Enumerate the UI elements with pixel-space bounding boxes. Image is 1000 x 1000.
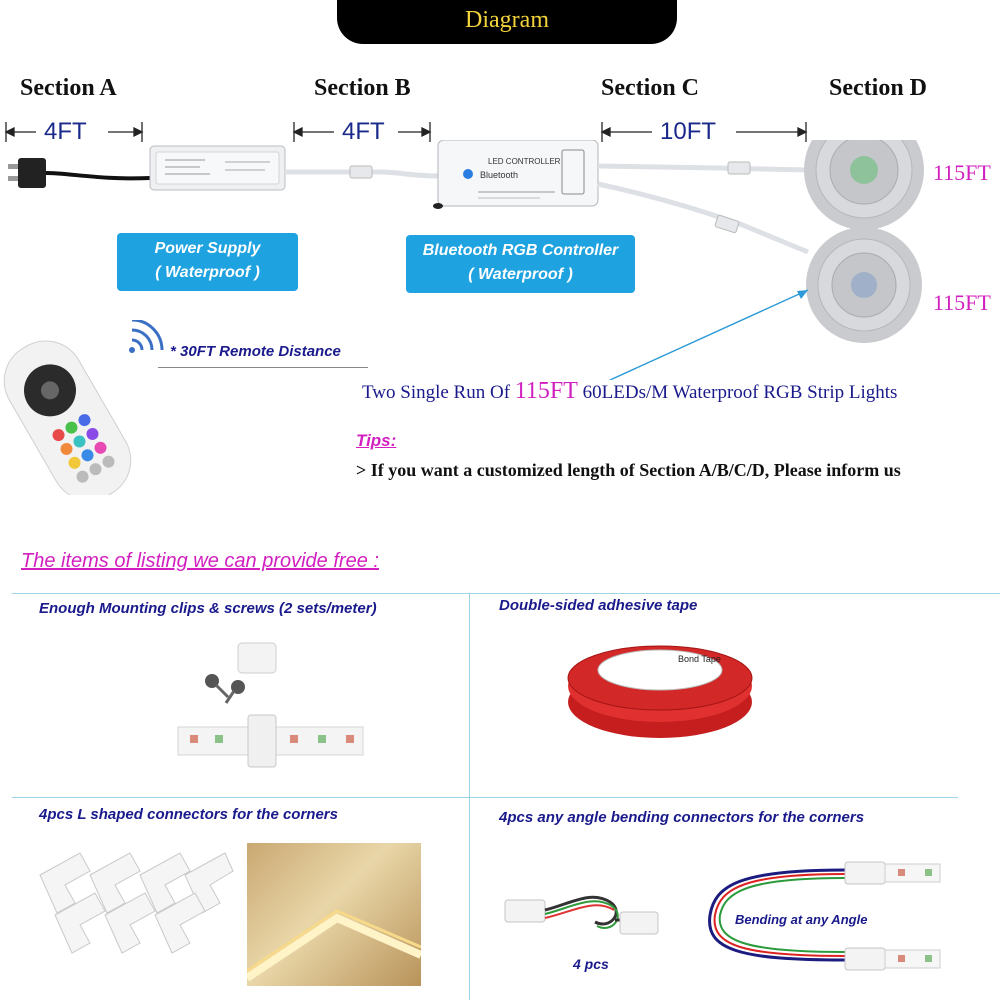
- controller-label-line1: Bluetooth RGB Controller: [422, 242, 619, 259]
- led-reel-2: [806, 227, 922, 343]
- controller-label-line2: ( Waterproof ): [468, 266, 573, 283]
- tips-text: > If you want a customized length of Sec…: [356, 460, 901, 480]
- strip-note-highlight: 115FT: [514, 378, 578, 404]
- grid-top-divider: [12, 593, 1000, 594]
- screw-icon-2: [224, 680, 245, 704]
- power-supply-unit: [149, 145, 286, 191]
- strip-note-prefix: Two Single Run Of: [362, 382, 511, 403]
- controller-label: Bluetooth RGB Controller ( Waterproof ): [406, 235, 635, 293]
- section-c-distance: 10FT: [660, 118, 717, 145]
- section-b-label: Section B: [314, 75, 411, 101]
- diagram-banner: Diagram: [337, 0, 677, 44]
- tips-title: Tips:: [356, 431, 397, 450]
- corner-lighting-photo: [244, 843, 423, 986]
- controller-panel-bluetooth: Bluetooth: [480, 170, 518, 180]
- bending-connectors-illustration: [504, 861, 941, 971]
- bending-angle-label: Bending at any Angle: [735, 912, 868, 927]
- section-a-distance: 4FT: [44, 118, 87, 145]
- section-c-label: Section C: [601, 75, 699, 101]
- remote-control-illustration: [3, 320, 164, 495]
- mounting-clips-illustration: [177, 642, 364, 768]
- section-b-distance: 4FT: [342, 118, 385, 145]
- tape-label: Bond Tape: [678, 654, 721, 664]
- strip-note: Two Single Run Of 115FT 60LEDs/M Waterpr…: [362, 378, 897, 405]
- power-plug-icon: [8, 158, 151, 188]
- section-a-label: Section A: [20, 75, 117, 101]
- wifi-signal-icon: [131, 320, 164, 351]
- adhesive-tape-illustration: Bond Tape: [567, 645, 753, 738]
- free-items-heading: The items of listing we can provide free…: [21, 550, 379, 572]
- item-caption-tape: Double-sided adhesive tape: [499, 597, 698, 614]
- section-d-label: Section D: [829, 75, 927, 101]
- power-supply-label: Power Supply ( Waterproof ): [117, 233, 298, 291]
- bending-count-label: 4 pcs: [573, 956, 609, 972]
- diagram-title: Diagram: [465, 7, 549, 33]
- item-caption-bending-connectors: 4pcs any angle bending connectors for th…: [499, 809, 865, 826]
- power-supply-label-line1: Power Supply: [154, 240, 261, 257]
- distance-arrows: [4, 122, 808, 142]
- remote-note-underline: [158, 367, 368, 368]
- rgb-controller-unit: LED CONTROLLER Bluetooth: [433, 140, 599, 209]
- power-supply-label-line2: ( Waterproof ): [155, 264, 260, 281]
- remote-distance-note: * 30FT Remote Distance: [170, 343, 341, 360]
- strip-note-suffix: 60LEDs/M Waterproof RGB Strip Lights: [582, 382, 898, 403]
- reel-1-length: 115FT: [933, 160, 991, 185]
- item-caption-l-connectors: 4pcs L shaped connectors for the corners: [39, 806, 338, 823]
- item-caption-clips: Enough Mounting clips & screws (2 sets/m…: [39, 600, 377, 617]
- controller-panel-title: LED CONTROLLER: [488, 157, 561, 166]
- wiring-diagram: LED CONTROLLER Bluetooth: [8, 140, 924, 380]
- screw-icon: [205, 674, 230, 699]
- l-connectors-illustration: [39, 852, 234, 954]
- reel-2-length: 115FT: [933, 290, 991, 315]
- led-reel-1: [804, 140, 924, 230]
- grid-middle-divider: [12, 797, 958, 798]
- corner-strip-illustration: [244, 909, 423, 982]
